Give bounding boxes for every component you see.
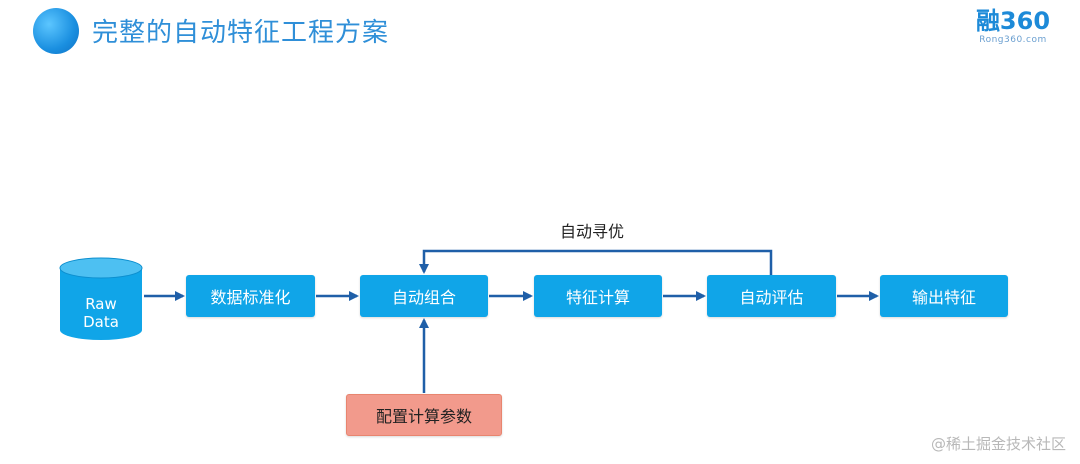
node-compute: 特征计算 xyxy=(534,275,662,317)
raw-data-label-line1: Raw xyxy=(85,295,117,313)
arrow-feedback-loop xyxy=(419,249,773,275)
node-output: 输出特征 xyxy=(880,275,1008,317)
feedback-loop-label: 自动寻优 xyxy=(560,222,625,241)
logo-sub-text: Rong360.com xyxy=(979,35,1047,45)
title-bullet-circle xyxy=(33,8,79,54)
node-standardize: 数据标准化 xyxy=(186,275,315,317)
raw-data-cylinder xyxy=(59,257,143,340)
raw-data-label-line2: Data xyxy=(83,313,119,331)
node-config-params: 配置计算参数 xyxy=(346,394,502,436)
watermark: @稀土掘金技术社区 xyxy=(930,435,1066,453)
logo-main-text: 融360 xyxy=(975,7,1051,35)
node-combine: 自动组合 xyxy=(360,275,488,317)
node-evaluate: 自动评估 xyxy=(707,275,836,317)
brand-logo: 融360 Rong360.com xyxy=(972,8,1054,46)
page-title: 完整的自动特征工程方案 xyxy=(92,18,390,48)
